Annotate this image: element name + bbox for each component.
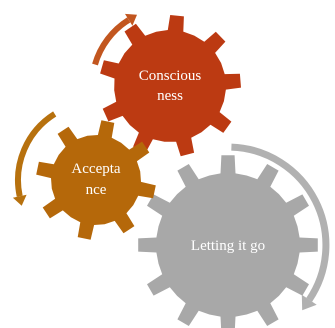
consciousness-label-line2: ness [157, 88, 183, 104]
arrow-head-icon [12, 194, 27, 206]
curved-arrow-icon [92, 17, 131, 66]
gear-acceptance: Accepta nce [36, 120, 156, 240]
curved-arrow-icon [231, 143, 330, 302]
gear-consciousness: Conscious ness [100, 15, 241, 157]
cycle-arrow-left [12, 111, 57, 206]
cycle-arrow-top [92, 13, 137, 66]
arrow-head-icon [301, 294, 317, 311]
acceptance-gear-icon [36, 120, 156, 240]
letting-go-gear-icon [138, 155, 318, 328]
letting-go-label: Letting it go [191, 238, 265, 254]
gear-letting-go: Letting it go [138, 155, 318, 328]
curved-arrow-icon [15, 111, 57, 197]
consciousness-gear-icon [100, 15, 241, 157]
arrow-head-icon [125, 13, 137, 26]
acceptance-label-line1: Accepta [71, 161, 120, 177]
consciousness-label-line1: Conscious [139, 68, 202, 84]
cycle-arrow-right [231, 143, 330, 311]
acceptance-label-line2: nce [86, 182, 107, 198]
